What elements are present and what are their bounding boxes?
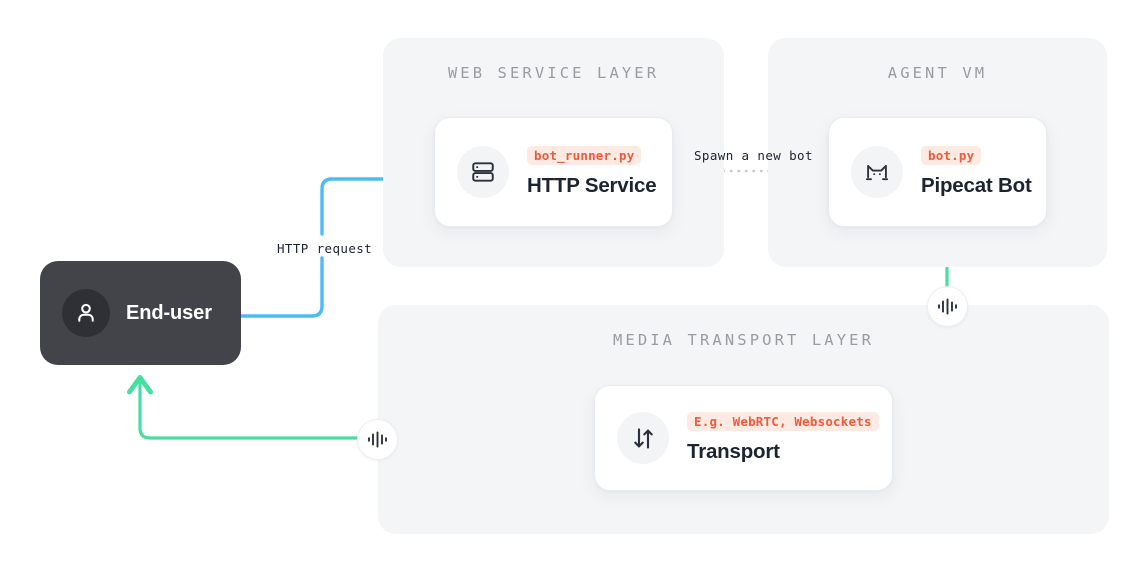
node-text-transport: E.g. WebRTC, Websockets Transport — [687, 411, 879, 464]
node-pipecat-bot[interactable]: bot.py Pipecat Bot — [828, 117, 1047, 227]
node-title-http-service: HTTP Service — [527, 174, 657, 198]
panel-title-agent-vm: AGENT VM — [887, 64, 988, 82]
wire-label-spawn-a-new-bot: Spawn a new bot — [694, 148, 813, 163]
badge-bot-py: bot.py — [921, 145, 982, 166]
panel-title-web-service-layer: WEB SERVICE LAYER — [447, 64, 660, 82]
badge-transport-examples: E.g. WebRTC, Websockets — [687, 411, 879, 432]
arrows-down-up-icon — [617, 412, 669, 464]
person-icon — [62, 289, 110, 337]
panel-title-media-transport-layer: MEDIA TRANSPORT LAYER — [612, 331, 875, 349]
wire-transport-to-enduser — [127, 374, 359, 440]
wire-http-request-upper — [320, 177, 412, 236]
server-icon — [457, 146, 509, 198]
audio-waveform-icon-left — [357, 419, 398, 460]
node-title-pipecat-bot: Pipecat Bot — [921, 174, 1032, 198]
node-transport[interactable]: E.g. WebRTC, Websockets Transport — [594, 385, 893, 491]
badge-bot-runner-py: bot_runner.py — [527, 145, 642, 166]
audio-waveform-icon-right — [927, 286, 968, 327]
node-text-http-service: bot_runner.py HTTP Service — [527, 145, 657, 198]
node-end-user[interactable]: End-user — [40, 261, 241, 365]
node-http-service[interactable]: bot_runner.py HTTP Service — [434, 117, 673, 227]
node-label-end-user: End-user — [126, 301, 212, 324]
wire-label-http-request: HTTP request — [277, 241, 373, 256]
wire-http-request-lower — [239, 256, 324, 318]
node-text-pipecat-bot: bot.py Pipecat Bot — [921, 145, 1032, 198]
pipecat-cat-icon — [851, 146, 903, 198]
node-title-transport: Transport — [687, 440, 780, 464]
